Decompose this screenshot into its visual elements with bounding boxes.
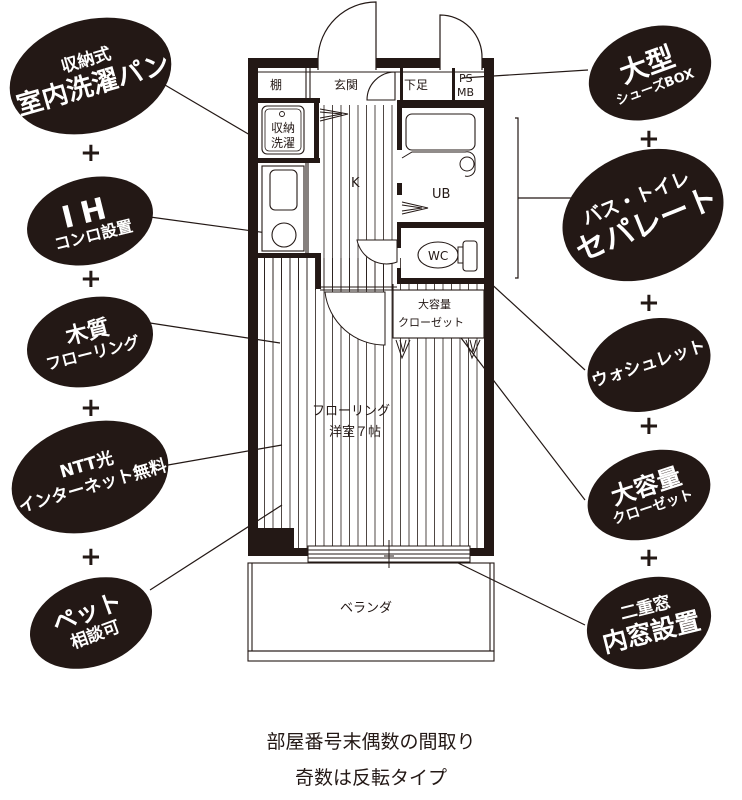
laundry-label-2: 洗濯 — [271, 136, 295, 150]
plus-separator: + — [638, 124, 660, 154]
window — [307, 540, 471, 568]
main-room-label-1: フローリング — [312, 404, 390, 419]
shelf-label: 棚 — [270, 77, 282, 92]
closet-label-2: クローゼット — [398, 316, 464, 329]
shoe-box-label: 下足 — [404, 78, 428, 92]
veranda — [247, 562, 495, 662]
toilet-label: WC — [428, 249, 448, 263]
plus-separator: + — [80, 138, 102, 168]
veranda-label: ベランダ — [340, 601, 392, 616]
entrance-label: 玄関 — [334, 77, 358, 92]
unit-bath-label: UB — [432, 187, 450, 202]
plus-separator: + — [80, 393, 102, 423]
plus-separator: + — [80, 264, 102, 294]
main-room-label-2: 洋室７帖 — [329, 424, 381, 440]
interior-walls — [258, 68, 484, 289]
plus-separator: + — [638, 288, 660, 318]
plus-separator: + — [638, 543, 660, 573]
mb-label: MB — [457, 86, 474, 99]
ps-label: PS — [459, 72, 473, 85]
outer-walls — [248, 58, 494, 556]
kitchen-label: K — [351, 176, 360, 191]
caption-line1: 部屋番号末偶数の間取り — [266, 731, 476, 753]
plus-separator: + — [80, 542, 102, 572]
caption-line2: 奇数は反転タイプ — [294, 767, 447, 789]
laundry-label-1: 収納 — [271, 121, 295, 135]
plus-separator: + — [638, 411, 660, 441]
closet-label-1: 大容量 — [418, 297, 451, 311]
